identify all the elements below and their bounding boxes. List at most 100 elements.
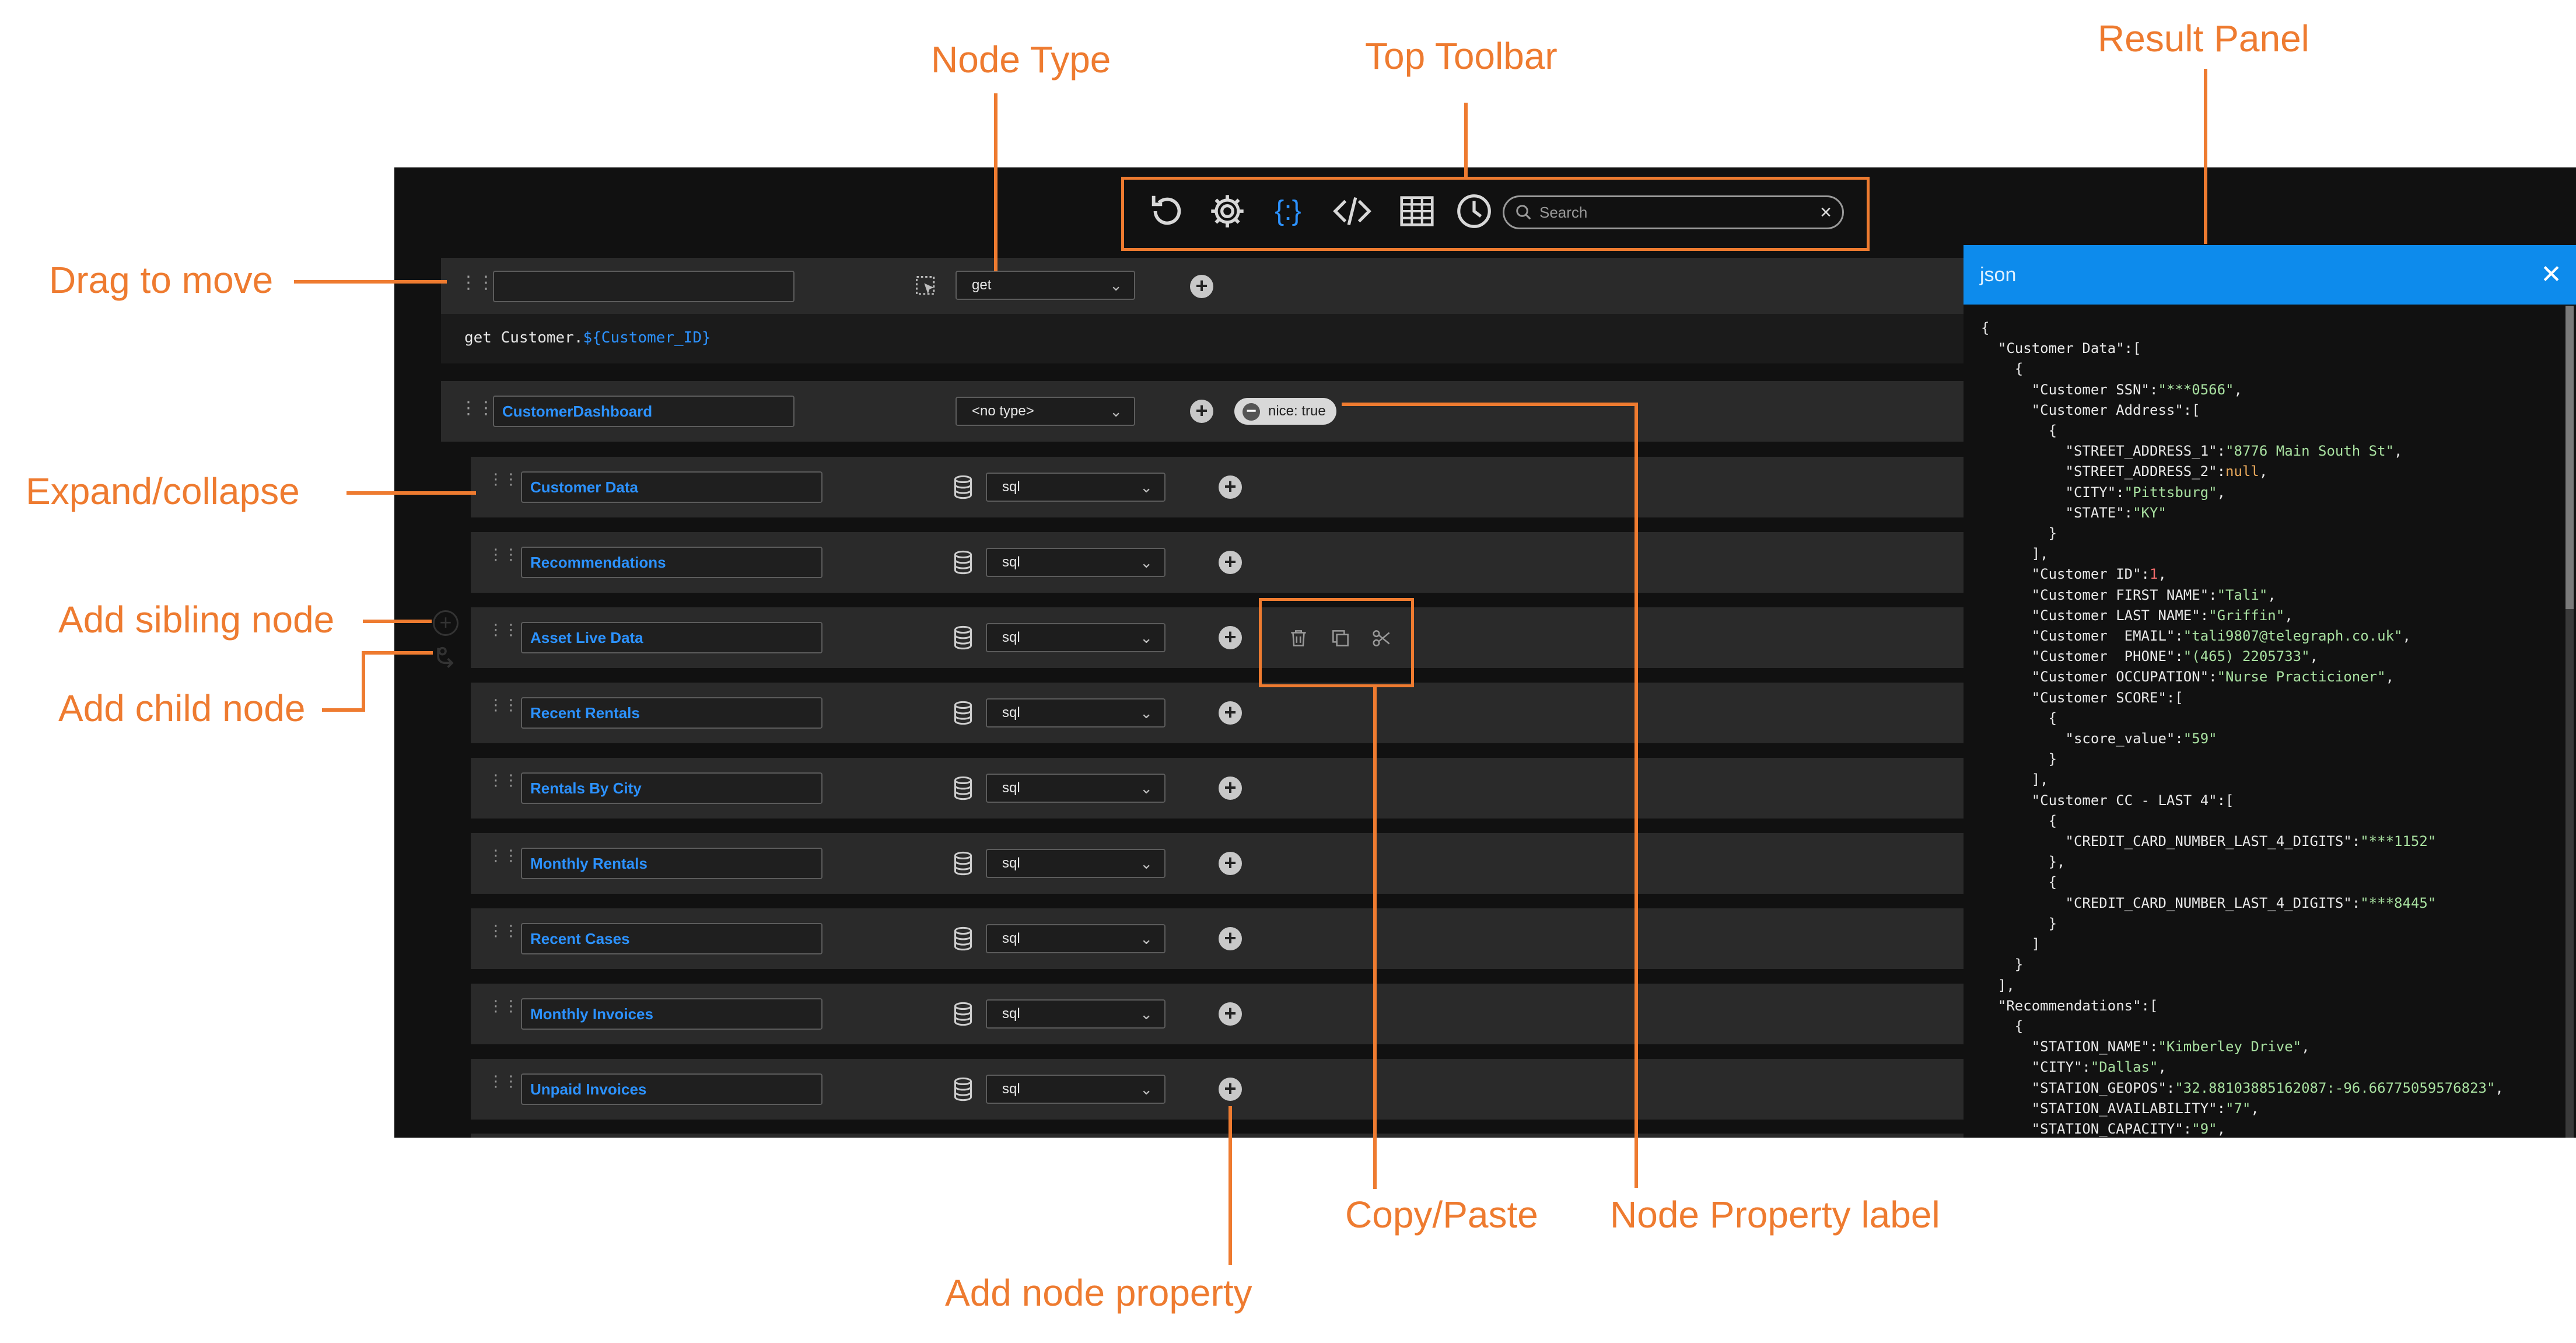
top-toolbar: {:} Search × (1124, 179, 1870, 243)
json-line: "CREDIT_CARD_NUMBER_LAST_4_DIGITS":"***1… (2065, 833, 2437, 850)
root-query-area: get Customer.${Customer_ID} (441, 314, 1964, 363)
drag-handle[interactable]: ⋮⋮ (460, 398, 495, 418)
expand-collapse-icon[interactable]: ⋮⋮ (488, 1073, 519, 1090)
add-sibling-icon[interactable]: + (433, 610, 459, 636)
drag-handle[interactable]: ⋮⋮ (460, 272, 495, 293)
child-node-name-input[interactable]: Recommendations (521, 547, 822, 578)
copy-paste-highlight-box (1259, 598, 1414, 687)
json-line: "STREET_ADDRESS_2":null, (2065, 463, 2268, 480)
add-property-button[interactable]: + (1219, 927, 1242, 950)
remove-property-icon[interactable]: − (1242, 403, 1260, 421)
json-line: "STATION_GEOPOS":"32.88103885162087:-96.… (2031, 1079, 2504, 1096)
node-property-label: nice: true (1268, 403, 1326, 419)
add-property-button[interactable]: + (1219, 1002, 1242, 1026)
child-node-type-select[interactable]: sql ⌄ (986, 1075, 1166, 1104)
chevron-down-icon: ⌄ (1140, 1080, 1153, 1098)
child-node-type-select[interactable]: sql⌄ (986, 473, 1166, 502)
select-cursor-icon[interactable] (914, 274, 939, 299)
expand-collapse-icon[interactable]: ⋮⋮ (488, 847, 519, 865)
annotation-line (994, 93, 998, 271)
root-query-text[interactable]: get Customer.${Customer_ID} (464, 329, 711, 347)
json-line: } (1981, 956, 2024, 973)
child-node-row: ⋮⋮ Unpaid Invoices sql ⌄ + (471, 1059, 1964, 1120)
json-line: { (1981, 874, 2057, 891)
database-icon (953, 851, 973, 876)
gear-icon[interactable] (1207, 191, 1248, 232)
expand-collapse-icon[interactable]: ⋮⋮ (488, 922, 519, 940)
expand-collapse-icon[interactable]: ⋮⋮ (488, 546, 519, 564)
child-node-type-select[interactable]: sql⌄ (986, 548, 1166, 577)
refresh-icon[interactable] (1147, 191, 1188, 232)
child-node-name-input[interactable]: Asset Live Data (521, 622, 822, 653)
child-node-row: ⋮⋮ Recommendations sql⌄ + (471, 532, 1964, 593)
child-node-row: ⋮⋮ Monthly Invoices sql⌄ + (471, 984, 1964, 1044)
child-node-type-select[interactable]: sql⌄ (986, 849, 1166, 878)
trash-icon[interactable] (1287, 627, 1310, 652)
json-braces-icon[interactable]: {:} (1275, 195, 1301, 226)
database-icon (953, 550, 973, 575)
child-node-type-select[interactable]: sql⌄ (986, 698, 1166, 728)
chevron-down-icon: ⌄ (1140, 554, 1153, 571)
json-output[interactable]: { "Customer Data":[ { "Customer SSN":"**… (1981, 318, 2564, 1138)
chevron-down-icon: ⌄ (1140, 779, 1153, 797)
json-line: "STATION_CAPACITY":"9", (2031, 1120, 2226, 1137)
add-property-button[interactable]: + (1219, 551, 1242, 574)
json-line: "Customer LAST NAME":"Griffin", (2031, 607, 2293, 624)
add-property-button[interactable]: + (1219, 701, 1242, 725)
node-property-pill[interactable]: −nice: true (1234, 398, 1336, 425)
expand-collapse-icon[interactable]: ⋮⋮ (488, 621, 519, 639)
scrollbar-thumb[interactable] (2566, 306, 2574, 609)
database-icon (953, 625, 973, 650)
child-node-name-input[interactable]: Monthly Rentals (521, 848, 822, 879)
add-property-button[interactable]: + (1219, 475, 1242, 499)
dashboard-node-type-select[interactable]: <no type>⌄ (956, 397, 1135, 426)
clear-search-icon[interactable]: × (1820, 201, 1832, 223)
child-node-type-select[interactable]: sql ⌄ (986, 623, 1166, 652)
dashboard-node-name-input[interactable]: CustomerDashboard (493, 396, 794, 427)
add-child-icon[interactable] (433, 644, 459, 673)
expand-collapse-icon[interactable]: ⋮⋮ (488, 697, 519, 714)
copy-icon[interactable] (1329, 627, 1352, 652)
child-node-type-value: sql (1002, 855, 1020, 871)
add-property-button[interactable]: + (1190, 275, 1213, 298)
child-node-name-input[interactable]: Monthly Invoices (521, 998, 822, 1030)
query-variable: ${Customer_ID} (583, 329, 711, 347)
child-node-row: ⋮⋮ Monthly Rentals sql⌄ + (471, 833, 1964, 894)
child-node-name-input[interactable]: Recent Cases (521, 923, 822, 954)
child-node-type-value: sql (1002, 1081, 1020, 1097)
annotation-line (362, 651, 365, 712)
clock-icon[interactable] (1454, 191, 1494, 232)
child-node-row-partial (471, 1134, 1964, 1138)
chevron-down-icon: ⌄ (1140, 629, 1153, 646)
expand-collapse-icon[interactable]: ⋮⋮ (488, 772, 519, 789)
json-line: { (1981, 812, 2057, 829)
json-line: "Customer FIRST NAME":"Tali", (2031, 586, 2276, 603)
table-icon[interactable] (1396, 191, 1437, 232)
add-property-button[interactable]: + (1219, 626, 1242, 649)
child-node-name-input[interactable]: Rentals By City (521, 772, 822, 804)
expand-collapse-icon[interactable]: ⋮⋮ (488, 998, 519, 1015)
json-line: { (1981, 709, 2057, 726)
code-icon[interactable] (1332, 191, 1373, 232)
chevron-down-icon: ⌄ (1140, 930, 1153, 947)
root-node-name-input[interactable] (493, 271, 794, 302)
child-node-type-select[interactable]: sql⌄ (986, 774, 1166, 803)
add-property-button[interactable]: + (1219, 852, 1242, 875)
child-node-name-input[interactable]: Recent Rentals (521, 697, 822, 729)
annotation-result-panel: Result Panel (2098, 18, 2309, 60)
search-input[interactable]: Search × (1503, 195, 1844, 229)
annotation-line (1464, 103, 1468, 177)
child-node-type-select[interactable]: sql⌄ (986, 924, 1166, 953)
child-node-type-value: sql (1002, 629, 1020, 645)
add-property-button[interactable]: + (1219, 777, 1242, 800)
child-node-name-input[interactable]: Unpaid Invoices (521, 1073, 822, 1105)
add-property-button[interactable]: + (1219, 1078, 1242, 1101)
scissors-icon[interactable] (1371, 627, 1393, 652)
database-icon (953, 775, 973, 801)
root-node-type-select[interactable]: get⌄ (956, 271, 1135, 300)
child-node-type-select[interactable]: sql⌄ (986, 999, 1166, 1029)
add-property-button[interactable]: + (1190, 400, 1213, 423)
expand-collapse-icon[interactable]: ⋮⋮ (488, 471, 519, 488)
child-node-name-input[interactable]: Customer Data (521, 471, 822, 503)
close-icon[interactable]: ✕ (2540, 260, 2562, 289)
